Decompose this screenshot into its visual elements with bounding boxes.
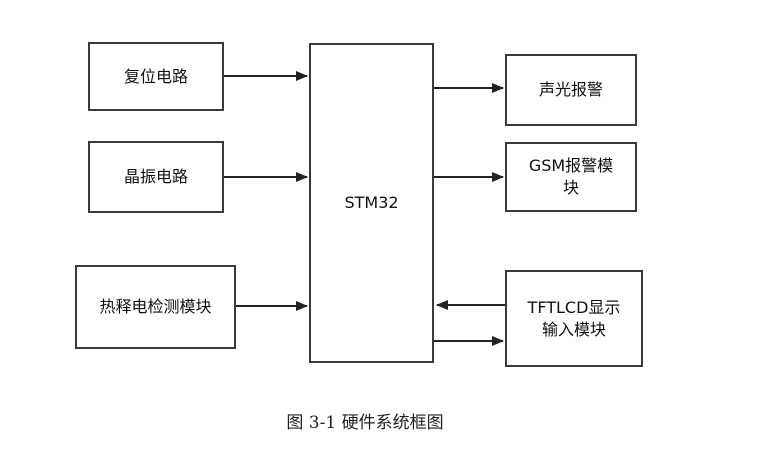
gsm-alarm-module-label-line2: 块: [562, 178, 579, 197]
pir-detection-module-label: 热释电检测模块: [99, 297, 212, 316]
tftlcd-module-label-line1: TFTLCD显示: [527, 297, 621, 317]
audio-visual-alarm-box: 声光报警: [505, 54, 637, 126]
pir-detection-module-box: 热释电检测模块: [75, 265, 236, 349]
crystal-oscillator-label: 晶振电路: [123, 167, 188, 186]
audio-visual-alarm-label: 声光报警: [538, 80, 603, 99]
gsm-alarm-module-label-line1: GSM报警模: [528, 156, 614, 175]
stm32-mcu-box: STM32: [309, 43, 434, 363]
reset-circuit-label: 复位电路: [123, 66, 188, 86]
figure-caption: 图 3-1 硬件系统框图: [286, 413, 444, 433]
crystal-oscillator-box: 晶振电路: [88, 141, 224, 213]
stm32-mcu-label: STM32: [344, 193, 399, 212]
gsm-alarm-module-box: GSM报警模 块: [505, 142, 637, 212]
tftlcd-display-input-module-box: TFTLCD显示 输入模块: [505, 270, 643, 367]
tftlcd-module-label-line2: 输入模块: [541, 319, 606, 339]
reset-circuit-box: 复位电路: [88, 42, 224, 111]
